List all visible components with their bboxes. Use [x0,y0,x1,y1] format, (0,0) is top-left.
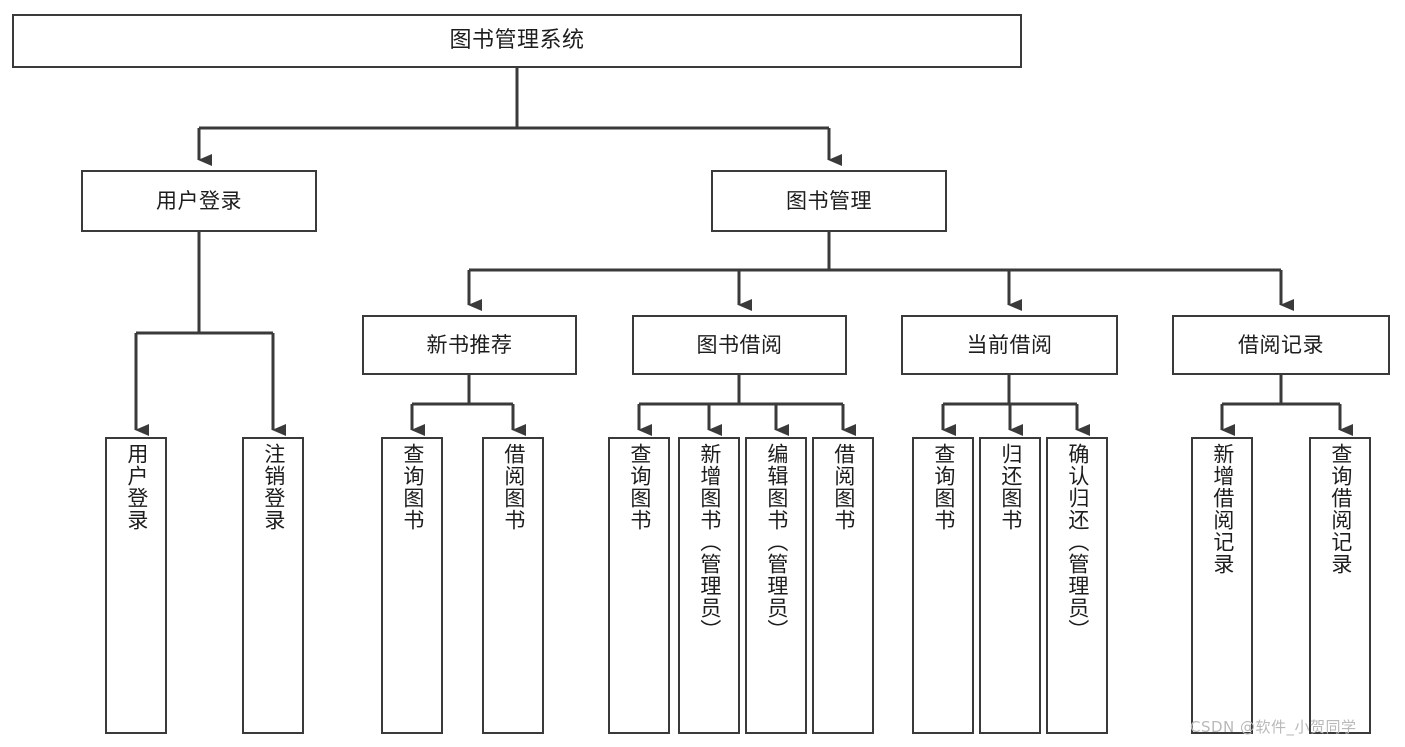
csdn-watermark: CSDN @软件_小贺同学 [1190,718,1357,736]
node-leaf-logout[interactable]: 注销登录 [242,437,304,734]
node-label: 当前借阅 [966,332,1053,357]
node-new-book-recommend[interactable]: 新书推荐 [362,315,577,375]
node-leaf-add-book-admin[interactable]: 新增图书（管理员） [678,437,740,734]
node-label: 图书管理 [786,188,872,213]
node-label: 借阅图书 [501,443,526,531]
node-leaf-query-borrow-record[interactable]: 查询借阅记录 [1309,437,1371,734]
node-label: 查询借阅记录 [1328,443,1353,575]
node-label: 借阅记录 [1238,332,1324,357]
node-label: 确认归还（管理员） [1065,443,1090,641]
node-label: 用户登录 [156,188,242,213]
node-leaf-borrow-book-new[interactable]: 借阅图书 [482,437,544,734]
node-borrow-record[interactable]: 借阅记录 [1172,315,1390,375]
node-leaf-borrow-book[interactable]: 借阅图书 [812,437,874,734]
node-current-borrow[interactable]: 当前借阅 [901,315,1118,375]
node-root-book-management-system[interactable]: 图书管理系统 [12,14,1022,68]
node-leaf-user-login[interactable]: 用户登录 [105,437,167,734]
node-leaf-query-book-new[interactable]: 查询图书 [381,437,443,734]
node-book-borrow[interactable]: 图书借阅 [632,315,847,375]
node-label: 图书借阅 [696,332,783,357]
node-leaf-add-borrow-record[interactable]: 新增借阅记录 [1191,437,1253,734]
node-label: 新书推荐 [426,332,513,357]
node-label: 注销登录 [261,443,286,531]
node-label: 用户登录 [124,443,149,531]
node-label: 图书管理系统 [449,27,585,53]
node-user-login[interactable]: 用户登录 [81,170,317,232]
node-label: 编辑图书（管理员） [764,443,789,641]
node-book-management[interactable]: 图书管理 [711,170,947,232]
node-leaf-confirm-return-admin[interactable]: 确认归还（管理员） [1046,437,1108,734]
node-label: 新增图书（管理员） [697,443,722,641]
node-label: 新增借阅记录 [1210,443,1235,575]
node-leaf-query-book[interactable]: 查询图书 [608,437,670,734]
node-label: 归还图书 [998,443,1023,531]
node-leaf-return-book[interactable]: 归还图书 [979,437,1041,734]
node-leaf-edit-book-admin[interactable]: 编辑图书（管理员） [745,437,807,734]
node-label: 查询图书 [627,443,652,531]
node-label: 借阅图书 [831,443,856,531]
node-label: 查询图书 [931,443,956,531]
node-leaf-query-book-current[interactable]: 查询图书 [912,437,974,734]
node-label: 查询图书 [400,443,425,531]
